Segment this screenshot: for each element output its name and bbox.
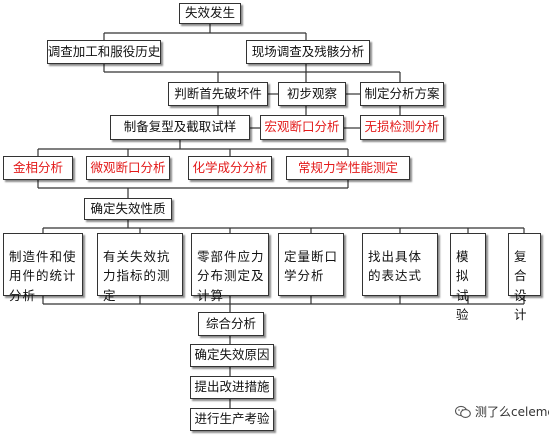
- node-sample-preparation: 制备复型及截取试样: [110, 115, 250, 140]
- node-history-investigation: 调查加工和服役历史: [47, 40, 161, 64]
- node-mechanical-testing: 常规力学性能测定: [286, 156, 410, 180]
- node-production-test: 进行生产考验: [190, 408, 274, 431]
- watermark: 测了么celeme: [454, 403, 549, 420]
- node-find-expression: 找出具体的表达式: [362, 233, 438, 296]
- node-synthesis: 综合分析: [198, 312, 264, 336]
- node-chemical-analysis: 化学成分分析: [188, 156, 272, 180]
- wechat-icon: [454, 405, 471, 419]
- node-failure-nature: 确定失效性质: [84, 198, 172, 220]
- node-metallographic-analysis: 金相分析: [3, 156, 73, 180]
- node-first-broken-part: 判断首先破坏件: [168, 82, 268, 106]
- node-composite-design: 复合设计: [508, 233, 541, 322]
- node-simulation-test: 模拟试验: [450, 233, 486, 322]
- watermark-text: 测了么celeme: [475, 405, 549, 419]
- node-statistical-analysis: 制造件和使用件的统计分析: [3, 233, 83, 303]
- node-macro-fracture-analysis: 宏观断口分析: [260, 115, 344, 140]
- node-failure-cause: 确定失效原因: [190, 344, 274, 367]
- node-failure-occurs: 失效发生: [179, 3, 241, 24]
- node-preliminary-observation: 初步观察: [278, 82, 346, 106]
- node-stress-distribution: 零部件应力分布测定及计算: [191, 233, 269, 303]
- node-micro-fracture-analysis: 微观断口分析: [86, 156, 170, 180]
- node-resistance-index: 有关失效抗力指标的测定: [97, 233, 183, 303]
- node-analysis-plan: 制定分析方案: [360, 82, 444, 106]
- node-quantitative-fractography: 定量断口学分析: [278, 233, 344, 296]
- node-ndt-analysis: 无损检测分析: [360, 115, 444, 140]
- node-site-investigation: 现场调查及残骸分析: [246, 40, 370, 64]
- node-improvement-measures: 提出改进措施: [190, 376, 274, 399]
